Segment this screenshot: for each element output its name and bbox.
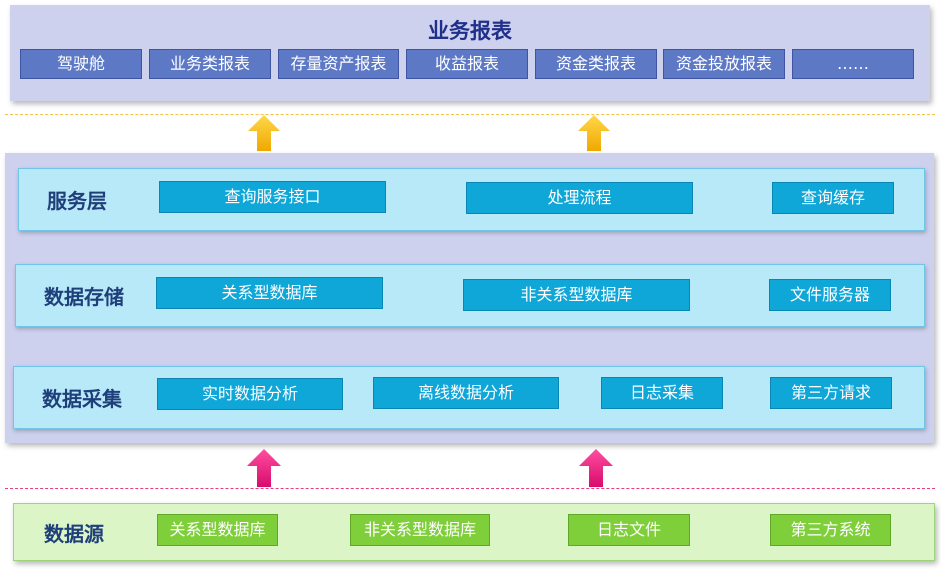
up-arrow-icon [578, 115, 610, 151]
business-report-panel: 业务报表 驾驶舱 业务类报表 存量资产报表 收益报表 资金类报表 资金投放报表 … [10, 5, 930, 101]
platform-panel: 服务层 查询服务接口 处理流程 查询缓存 数据存储 关系型数据库 非关系型数据库… [5, 153, 934, 443]
processing-flow: 处理流程 [466, 182, 693, 214]
query-cache: 查询缓存 [772, 182, 894, 214]
report-cockpit: 驾驶舱 [20, 49, 142, 79]
up-arrow-icon [247, 449, 281, 487]
data-source-panel: 数据源 关系型数据库 非关系型数据库 日志文件 第三方系统 [13, 503, 935, 561]
source-nonrelational-db: 非关系型数据库 [350, 514, 490, 546]
realtime-data-analysis: 实时数据分析 [157, 378, 343, 410]
service-layer: 服务层 查询服务接口 处理流程 查询缓存 [18, 168, 925, 231]
source-log-files: 日志文件 [568, 514, 690, 546]
data-storage-layer: 数据存储 关系型数据库 非关系型数据库 文件服务器 [15, 264, 925, 327]
service-layer-title: 服务层 [47, 189, 107, 213]
source-third-party-system: 第三方系统 [770, 514, 891, 546]
report-business: 业务类报表 [149, 49, 271, 79]
business-report-title: 业务报表 [428, 19, 512, 43]
log-collection: 日志采集 [601, 377, 723, 409]
source-relational-db: 关系型数据库 [157, 514, 278, 546]
up-arrow-icon [248, 115, 280, 151]
report-income: 收益报表 [406, 49, 528, 79]
storage-nonrelational-db: 非关系型数据库 [463, 279, 690, 311]
report-stock-assets: 存量资产报表 [278, 49, 399, 79]
query-service-interface: 查询服务接口 [159, 181, 386, 213]
report-funds: 资金类报表 [535, 49, 657, 79]
file-server: 文件服务器 [769, 279, 891, 311]
report-fund-investment: 资金投放报表 [663, 49, 785, 79]
report-more: …… [792, 49, 914, 79]
up-arrow-icon [579, 449, 613, 487]
data-storage-layer-title: 数据存储 [44, 285, 124, 309]
data-source-title: 数据源 [44, 521, 104, 546]
data-collection-layer: 数据采集 实时数据分析 离线数据分析 日志采集 第三方请求 [13, 366, 925, 429]
offline-data-analysis: 离线数据分析 [373, 377, 559, 409]
separator-line-bottom [5, 488, 935, 489]
third-party-request: 第三方请求 [770, 377, 892, 409]
separator-line-top [5, 114, 935, 115]
storage-relational-db: 关系型数据库 [156, 277, 383, 309]
data-collection-layer-title: 数据采集 [42, 387, 122, 411]
